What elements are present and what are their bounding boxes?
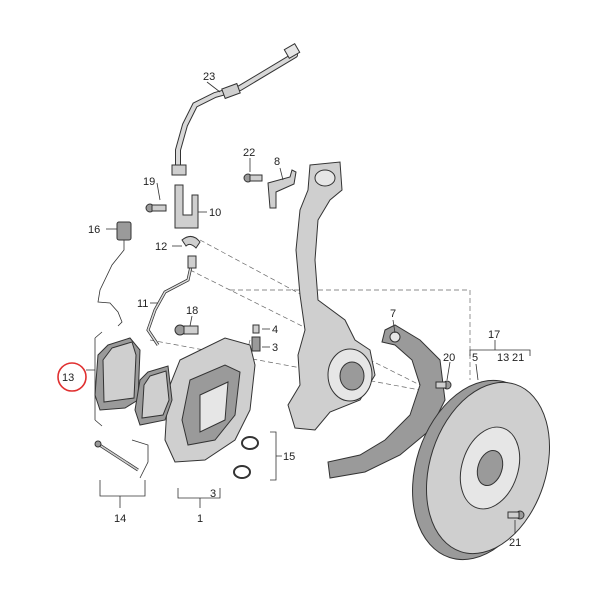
piston-seals-15 (233, 436, 259, 479)
label-23: 23 (203, 71, 215, 83)
wear-sensor-16 (97, 221, 132, 327)
label-18: 18 (186, 305, 198, 317)
clip-12 (181, 236, 201, 249)
label-3-top: 3 (272, 342, 278, 354)
hose-bracket-10 (145, 184, 199, 229)
label-12: 12 (155, 241, 167, 253)
highlight-circle (57, 362, 87, 392)
bolt-21 (507, 510, 525, 520)
label-14: 14 (114, 513, 126, 525)
label-19: 19 (143, 176, 155, 188)
dust-shield-7 (327, 324, 446, 479)
label-7: 7 (390, 308, 396, 320)
label-21-right: 21 (512, 352, 524, 364)
brake-caliper-1 (164, 337, 256, 463)
label-22: 22 (243, 147, 255, 159)
retaining-pin-14 (94, 439, 149, 479)
callout-labels: 23 22 8 19 10 16 12 11 18 4 3 7 17 20 5 … (62, 71, 524, 549)
brake-line-11 (146, 255, 197, 346)
label-8: 8 (274, 156, 280, 168)
label-15: 15 (283, 451, 295, 463)
bracket-8 (243, 169, 297, 209)
label-4: 4 (272, 324, 278, 336)
label-21-bottom: 21 (509, 537, 521, 549)
label-3-bottom: 3 (210, 488, 216, 500)
label-13: 13 (62, 372, 74, 384)
bolt-20 (435, 380, 452, 390)
bleeder-valve-4 (251, 324, 261, 352)
label-5: 5 (472, 352, 478, 364)
label-20: 20 (443, 352, 455, 364)
steering-knuckle (287, 161, 376, 431)
label-11: 11 (137, 298, 148, 310)
label-13-right: 13 (497, 352, 509, 364)
brake-pad-set-13 (94, 337, 173, 426)
label-10: 10 (209, 207, 221, 219)
bolt-18 (174, 324, 199, 336)
leader-lines (86, 81, 531, 534)
label-16: 16 (88, 224, 100, 236)
brake-hose-23 (171, 42, 301, 176)
label-17: 17 (488, 329, 500, 341)
label-1: 1 (197, 513, 203, 525)
